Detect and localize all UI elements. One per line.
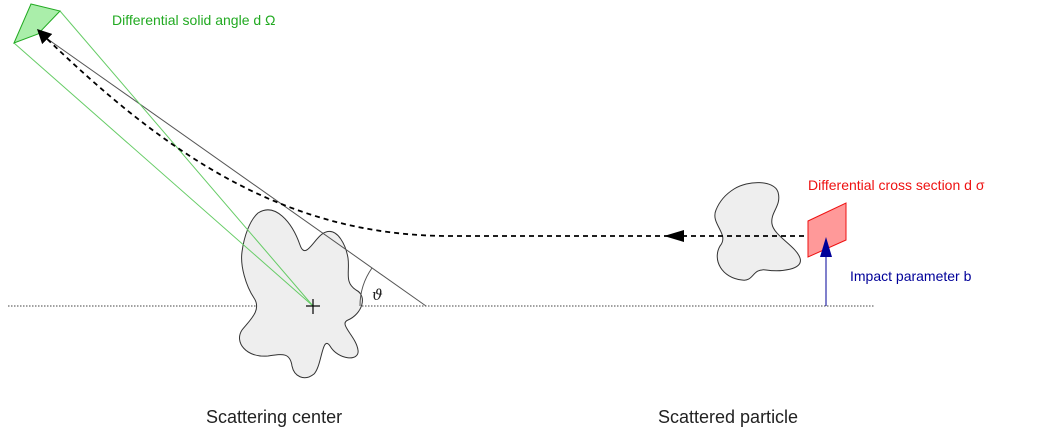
scattered-particle-label: Scattered particle [658, 407, 798, 427]
cross-section-label: Differential cross section d σ [808, 177, 985, 193]
impact-parameter-arrowhead [820, 237, 832, 257]
solid-angle-patch [13, 3, 61, 44]
cross-section-patch [807, 202, 847, 258]
scattering-center-label: Scattering center [206, 407, 342, 427]
scattering-center-body [239, 209, 363, 379]
angle-label: ϑ [372, 286, 383, 304]
scattered-particle-body [714, 182, 801, 281]
cone-line-lower [13, 42, 314, 307]
angle-arc [359, 267, 373, 307]
solid-angle-label: Differential solid angle d Ω [112, 12, 276, 28]
asymptote-line [31, 27, 427, 307]
impact-parameter-label: Impact parameter b [850, 268, 972, 284]
trajectory-path [36, 28, 822, 237]
cone-line-upper [59, 10, 314, 307]
trajectory-midarrow [664, 230, 684, 242]
